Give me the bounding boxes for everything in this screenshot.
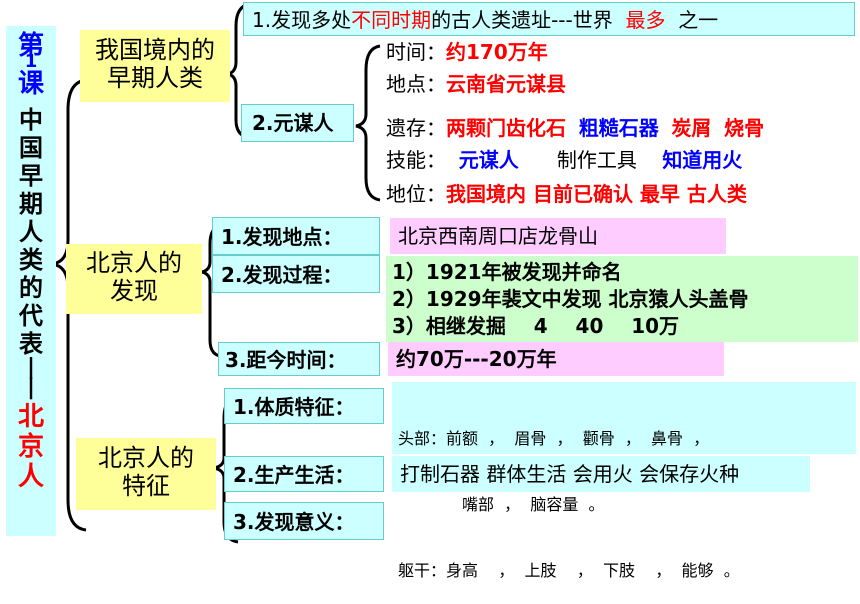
section1-label-line1: 我国境内的 bbox=[95, 36, 215, 64]
yuanmou-row-remains: 遗存：两颗门齿化石 粗糙石器 炭屑 烧骨 bbox=[386, 116, 764, 140]
item1-highlight2: 最多 bbox=[625, 8, 666, 32]
skills-fire: 知道用火 bbox=[662, 148, 743, 172]
section2-item3-label: 3.距今时间： bbox=[218, 342, 380, 376]
physical-line-1: 头部：前额 ， 眉骨 ， 颧骨 ， 鼻骨 ， bbox=[398, 429, 710, 448]
row-remains-key: 遗存： bbox=[386, 116, 446, 140]
sidebar-title-char: 的 bbox=[19, 274, 43, 302]
remains-bones: 烧骨 bbox=[724, 116, 765, 140]
section1-label-line2: 早期人类 bbox=[107, 64, 203, 92]
sidebar-dash-2: | bbox=[26, 375, 36, 400]
physical-line-2: 嘴部 ， 脑容量 。 bbox=[462, 495, 605, 514]
section1-item2-label: 2.元谋人 bbox=[241, 104, 354, 142]
significance-label: 3.发现意义： bbox=[233, 510, 355, 534]
section3-item1-content: 头部：前额 ， 眉骨 ， 颧骨 ， 鼻骨 ， 嘴部 ， 脑容量 。 躯干：身高 … bbox=[392, 382, 856, 580]
section1-item1: 1.发现多处不同时期的古人类遗址---世界 最多 之一 bbox=[243, 2, 855, 36]
row-time-value-pre: 约 bbox=[446, 40, 466, 64]
remains-charcoal: 炭屑 bbox=[671, 116, 712, 140]
lesson-top-char: 第 bbox=[17, 31, 44, 61]
time-value: 约70万---20万年 bbox=[396, 347, 557, 371]
row-time-key: 时间： bbox=[386, 40, 446, 64]
production-label: 2.生产生活： bbox=[233, 463, 355, 487]
item1-highlight1: 不同时期 bbox=[351, 8, 432, 32]
sidebar-title-panel: 第 1 课 中国早期人类的代表 | | 北京人 bbox=[6, 26, 56, 536]
yuanmou-row-skills: 技能： 元谋人 制作工具 知道用火 bbox=[386, 148, 742, 172]
skills-make-tools: 制作工具 bbox=[556, 148, 637, 172]
lesson-bottom-char: 课 bbox=[17, 69, 44, 99]
item1-middle: 的古人类遗址---世界 bbox=[431, 8, 613, 32]
yuanmou-row-place: 地点：云南省元谋县 bbox=[386, 72, 566, 96]
physical-line-3: 躯干：身高 ， 上肢 ， 下肢 ， 能够 。 bbox=[398, 561, 740, 580]
row-place-value: 云南省元谋县 bbox=[446, 72, 566, 96]
process-line-2: 2）1929年裴文中发现 北京猿人头盖骨 bbox=[392, 287, 749, 311]
discovery-place-value: 北京西南周口店龙骨山 bbox=[398, 224, 598, 248]
yuanmou-row-status: 地位：我国境内 目前已确认 最早 古人类 bbox=[386, 182, 747, 206]
section2-label: 北京人的 发现 bbox=[66, 244, 202, 314]
row-time-value-num: 170 bbox=[466, 40, 508, 64]
skills-yuanmou: 元谋人 bbox=[458, 148, 519, 172]
item1-prefix: 1.发现多处 bbox=[252, 8, 352, 32]
row-time-value-tail: 万年 bbox=[507, 40, 548, 64]
lesson-num: 1 bbox=[24, 51, 38, 72]
section2-label-line1: 北京人的 bbox=[86, 249, 182, 277]
process-line-1: 1）1921年被发现并命名 bbox=[392, 260, 622, 284]
sidebar-title-char: 国 bbox=[19, 134, 43, 162]
row-status-value: 我国境内 目前已确认 最早 古人类 bbox=[446, 182, 747, 206]
section3-item2-label: 2.生产生活： bbox=[224, 456, 384, 492]
production-value: 打制石器 群体生活 会用火 会保存火种 bbox=[400, 462, 740, 486]
discovery-process-label: 2.发现过程： bbox=[221, 263, 343, 287]
time-label: 3.距今时间： bbox=[225, 348, 347, 372]
sidebar-subtitle-char: 北 bbox=[17, 402, 44, 432]
section2-item2-label: 2.发现过程： bbox=[212, 255, 380, 293]
sidebar-title-char: 表 bbox=[19, 330, 43, 358]
section2-item2-content: 1）1921年被发现并命名 2）1929年裴文中发现 北京猿人头盖骨 3）相继发… bbox=[386, 256, 858, 342]
physical-label: 1.体质特征： bbox=[233, 395, 355, 419]
sidebar-title-char: 中 bbox=[19, 106, 43, 134]
sidebar-subtitle-char: 人 bbox=[17, 462, 44, 492]
row-place-key: 地点： bbox=[386, 72, 446, 96]
sidebar-title-char: 类 bbox=[19, 246, 43, 274]
section3-item2-content: 打制石器 群体生活 会用火 会保存火种 bbox=[392, 456, 810, 492]
section3-label-line1: 北京人的 bbox=[98, 444, 194, 472]
section2-item3-content: 约70万---20万年 bbox=[388, 342, 724, 376]
sidebar-subtitle: 北京人 bbox=[18, 402, 44, 492]
remains-tools: 粗糙石器 bbox=[578, 116, 659, 140]
sidebar-title-char: 早 bbox=[19, 162, 43, 190]
sidebar-dash-1: | bbox=[26, 355, 36, 380]
remains-teeth: 两颗门齿化石 bbox=[446, 116, 566, 140]
yuanmou-label-text: 2.元谋人 bbox=[252, 111, 334, 135]
sidebar-subtitle-char: 京 bbox=[17, 432, 44, 462]
sidebar-title-char: 期 bbox=[19, 190, 43, 218]
yuanmou-row-time: 时间：约170万年 bbox=[386, 40, 548, 64]
section2-item1-content: 北京西南周口店龙骨山 bbox=[390, 218, 726, 254]
section3-label-line2: 特征 bbox=[122, 472, 170, 500]
section2-label-line2: 发现 bbox=[110, 277, 158, 305]
section2-item1-label: 1.发现地点： bbox=[212, 217, 380, 255]
process-line-3: 3）相继发掘 4 40 10万 bbox=[392, 314, 680, 338]
sidebar-title-char: 人 bbox=[19, 218, 43, 246]
sidebar-title-char: 代 bbox=[19, 302, 43, 330]
section3-item1-label: 1.体质特征： bbox=[224, 388, 384, 424]
row-status-key: 地位： bbox=[386, 182, 446, 206]
lesson-number: 第 bbox=[18, 32, 44, 60]
section3-item3-label: 3.发现意义： bbox=[224, 502, 384, 540]
discovery-place-label: 1.发现地点： bbox=[221, 225, 343, 249]
item1-suffix: 之一 bbox=[678, 8, 719, 32]
section1-label: 我国境内的 早期人类 bbox=[80, 30, 230, 102]
sidebar-title: 中国早期人类的代表 bbox=[19, 106, 43, 358]
row-skills-key: 技能： bbox=[386, 148, 446, 172]
section3-label: 北京人的 特征 bbox=[76, 438, 216, 510]
